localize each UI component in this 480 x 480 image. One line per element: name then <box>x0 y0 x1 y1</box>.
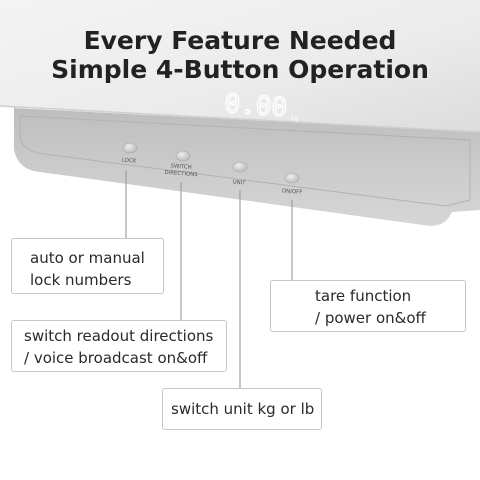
unit-button-label: UNIT <box>232 180 246 187</box>
display-reading: 0.00 <box>224 89 289 123</box>
scale-top-surface <box>0 0 480 132</box>
lock-callout: auto or manual lock numbers <box>11 238 164 294</box>
lock-callout-line-1: auto or manual <box>30 249 145 267</box>
switch-button-label-line2: DIRECTIONS <box>164 170 198 178</box>
lock-button[interactable] <box>122 142 138 154</box>
headline-line-1: Every Feature Needed <box>83 26 397 55</box>
switch-callout-line-1: switch readout directions <box>24 327 214 345</box>
switch-button-label-line1: SWITCH <box>170 163 192 170</box>
switch-directions-button[interactable] <box>175 150 191 162</box>
onoff-callout-line-1: tare function <box>315 287 412 305</box>
onoff-callout-line-2: / power on&off <box>315 309 426 327</box>
switch-callout: switch readout directions / voice broadc… <box>11 320 227 372</box>
scale-base-inner-edge <box>19 115 471 207</box>
unit-callout: switch unit kg or lb <box>162 388 322 430</box>
unit-button[interactable] <box>232 161 248 173</box>
unit-callout-line-1: switch unit kg or lb <box>171 400 315 418</box>
onoff-button-label: ON/OFF <box>282 188 303 195</box>
lock-button-label: LOCK <box>122 158 137 165</box>
switch-callout-line-2: / voice broadcast on&off <box>24 349 208 367</box>
lock-callout-line-2: lock numbers <box>30 271 132 289</box>
scale-top-edge <box>0 105 480 133</box>
headline-line-2: Simple 4-Button Operation <box>51 55 429 84</box>
display-unit: kg <box>291 115 299 123</box>
onoff-callout: tare function / power on&off <box>270 280 466 332</box>
onoff-button[interactable] <box>284 172 300 184</box>
